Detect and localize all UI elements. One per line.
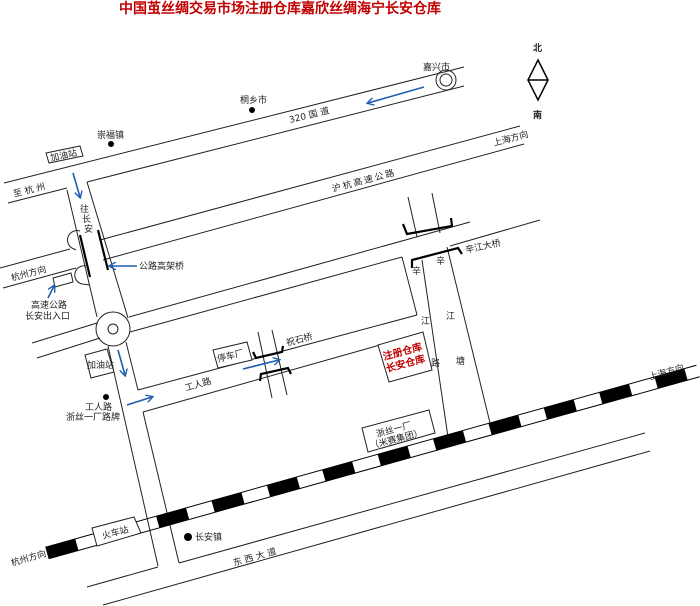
label-xinjiang-road-3: 路 bbox=[431, 357, 440, 369]
parking-box bbox=[212, 341, 253, 369]
rail-block bbox=[433, 430, 467, 451]
label-xinjiang-tang-3: 塘 bbox=[456, 355, 465, 367]
arrow-icon bbox=[72, 172, 80, 197]
factory-box bbox=[361, 409, 436, 453]
label-to-changan-2: 长 bbox=[82, 213, 91, 225]
rail-block bbox=[322, 461, 356, 482]
arrow-icon bbox=[368, 86, 425, 103]
label-jiaxing: 嘉兴市 bbox=[423, 61, 450, 73]
label-gas-station-bottom: 加油站 bbox=[87, 359, 114, 371]
jiaxing-roundabout-icon bbox=[435, 69, 457, 91]
expressway-exit-box bbox=[52, 272, 74, 288]
dongxi-avenue bbox=[86, 432, 651, 606]
rail-line bbox=[45, 364, 697, 548]
rail-block bbox=[488, 415, 522, 435]
warehouse-box bbox=[377, 331, 433, 383]
gongren-sign-dot-icon bbox=[103, 394, 109, 400]
label-gongren-road: 工人路 bbox=[184, 375, 213, 394]
label-gongren-sign-1: 工人路 bbox=[85, 401, 112, 413]
main-road-to-changan bbox=[66, 181, 180, 567]
map-title: 中国茧丝绸交易市场注册仓库嘉欣丝绸海宁长安仓库 bbox=[119, 1, 441, 17]
arrow-icon bbox=[126, 397, 152, 406]
label-exit-2: 长安出入口 bbox=[25, 310, 70, 322]
label-gongren-sign-2: 浙丝一厂路牌 bbox=[66, 411, 120, 423]
label-exit-1: 高速公路 bbox=[31, 299, 67, 311]
gas-station-bottom-box bbox=[84, 348, 115, 379]
zhushi-bridge bbox=[252, 329, 292, 399]
label-dongxi-avenue: 东 西 大 道 bbox=[232, 545, 278, 569]
train-station-box bbox=[91, 516, 142, 547]
gongren-road bbox=[137, 256, 418, 413]
compass-icon bbox=[527, 58, 549, 102]
label-to-hangzhou: 至 杭 州 bbox=[12, 180, 47, 200]
compass-north: 北 bbox=[533, 42, 542, 54]
changan-dot-icon bbox=[184, 533, 192, 541]
label-chongfu: 崇福镇 bbox=[97, 129, 124, 141]
xinjiang-road bbox=[407, 192, 491, 438]
direction-arrows bbox=[47, 86, 425, 406]
rail-block bbox=[543, 399, 577, 420]
tongxiang-dot-icon bbox=[249, 107, 255, 113]
label-shanghai-dir: 上海方向 bbox=[492, 128, 530, 149]
cross-road bbox=[31, 219, 541, 359]
railway bbox=[45, 364, 700, 560]
arrow-icon bbox=[242, 360, 279, 370]
roundabout-icon bbox=[95, 311, 131, 347]
label-xinjiang-road-1: 辛 bbox=[412, 265, 421, 277]
rail-block bbox=[211, 492, 245, 513]
arrow-icon bbox=[117, 349, 125, 375]
label-xinjiang-bridge: 辛江大桥 bbox=[464, 237, 502, 256]
label-rail-hangzhou: 杭州方向 bbox=[10, 547, 48, 568]
label-tongxiang: 桐乡市 bbox=[240, 94, 267, 106]
label-to-changan-1: 往 bbox=[80, 203, 89, 215]
hu-hang-expressway bbox=[0, 125, 525, 289]
label-to-changan-3: 安 bbox=[84, 223, 93, 235]
label-xinjiang-tang-2: 江 bbox=[446, 311, 455, 322]
gas-station-top-box bbox=[45, 145, 84, 164]
label-expressway: 沪杭高速公路 bbox=[331, 166, 398, 195]
rail-block bbox=[266, 476, 300, 497]
viaduct-bridge bbox=[78, 229, 110, 278]
label-zhushi-bridge: 祝石桥 bbox=[285, 330, 314, 349]
label-changan: 长安镇 bbox=[195, 531, 222, 543]
rail-block bbox=[599, 384, 633, 404]
rail-block bbox=[377, 445, 411, 466]
compass-south: 南 bbox=[533, 109, 542, 121]
rail-block bbox=[654, 368, 688, 389]
label-xinjiang-road-2: 江 bbox=[421, 316, 430, 327]
label-320-road: 320 国 道 bbox=[288, 104, 331, 126]
chongfu-dot-icon bbox=[108, 141, 114, 147]
rail-block bbox=[45, 538, 79, 559]
arrow-icon bbox=[47, 286, 54, 299]
label-viaduct: 公路高架桥 bbox=[139, 260, 184, 272]
national-road-320 bbox=[3, 66, 465, 204]
xinjiang-bridge bbox=[401, 217, 463, 268]
rail-block bbox=[156, 507, 190, 528]
label-xinjiang-tang-1: 辛 bbox=[436, 255, 445, 267]
rail-line bbox=[48, 376, 700, 560]
